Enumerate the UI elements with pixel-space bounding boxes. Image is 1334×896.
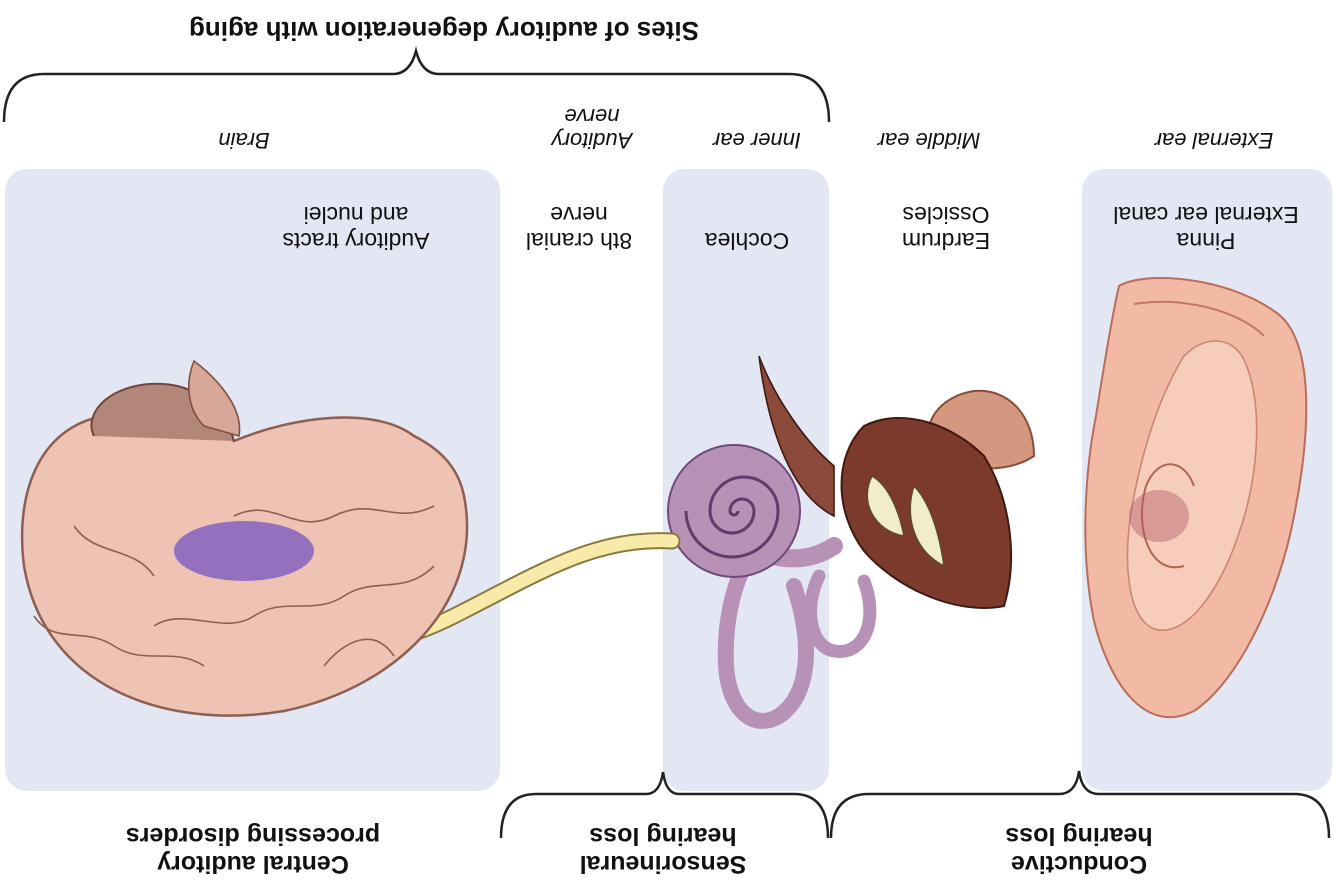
label-inner-parts: Cochlea	[682, 228, 812, 254]
label-inner-ear: Inner ear	[712, 128, 802, 153]
label-brain-part-1: Auditory tracts	[282, 228, 430, 254]
bracket-conductive	[829, 770, 1331, 839]
label-nerve-part-1: 8th cranial	[525, 228, 633, 254]
label-brain-part-2: and nuclei	[303, 202, 409, 228]
label-inner-part-1: Cochlea	[704, 228, 790, 254]
brain-illustration	[20, 359, 469, 717]
label-central-line-2: processing disorders	[125, 822, 381, 850]
label-auditory-nerve: Auditory nerve	[551, 104, 633, 153]
label-middle-ear: Middle ear	[877, 128, 981, 153]
label-sensorineural-loss: Sensorineural hearing loss	[550, 822, 776, 878]
label-external-part-1: Pinna	[1176, 228, 1236, 254]
label-middle-parts: Eardrum Ossicles	[876, 202, 1016, 254]
bracket-sites-of-degeneration	[2, 46, 831, 123]
label-brain-parts: Auditory tracts and nuclei	[246, 202, 466, 254]
label-sensorineural-line-1: Sensorineural	[579, 850, 747, 878]
label-external-ear: External ear	[1154, 128, 1274, 153]
label-external-part-2: External ear canal	[1113, 202, 1299, 228]
diagram-title: Sites of auditory degeneration with agin…	[189, 16, 699, 46]
label-external-parts: Pinna External ear canal	[1096, 202, 1316, 254]
label-nerve-part-2: nerve	[550, 202, 608, 228]
label-middle-part-2: Ossicles	[902, 202, 990, 228]
cochlea-illustration	[667, 444, 877, 729]
label-middle-part-1: Eardrum	[901, 228, 991, 254]
label-conductive-line-1: Conductive	[1010, 850, 1148, 878]
label-central-line-1: Central auditory	[157, 850, 349, 878]
pinna-illustration	[1084, 277, 1308, 719]
label-conductive-line-2: hearing loss	[1005, 822, 1153, 850]
label-central-disorders: Central auditory processing disorders	[118, 822, 388, 878]
label-nerve-parts: 8th cranial nerve	[504, 202, 654, 254]
middle-ear-illustration	[758, 355, 1036, 609]
label-sensorineural-line-2: hearing loss	[589, 822, 737, 850]
auditory-tracts-highlight	[174, 521, 314, 581]
label-conductive-loss: Conductive hearing loss	[989, 822, 1169, 878]
label-brain: Brain	[218, 128, 270, 153]
bracket-sensorineural	[499, 771, 830, 839]
